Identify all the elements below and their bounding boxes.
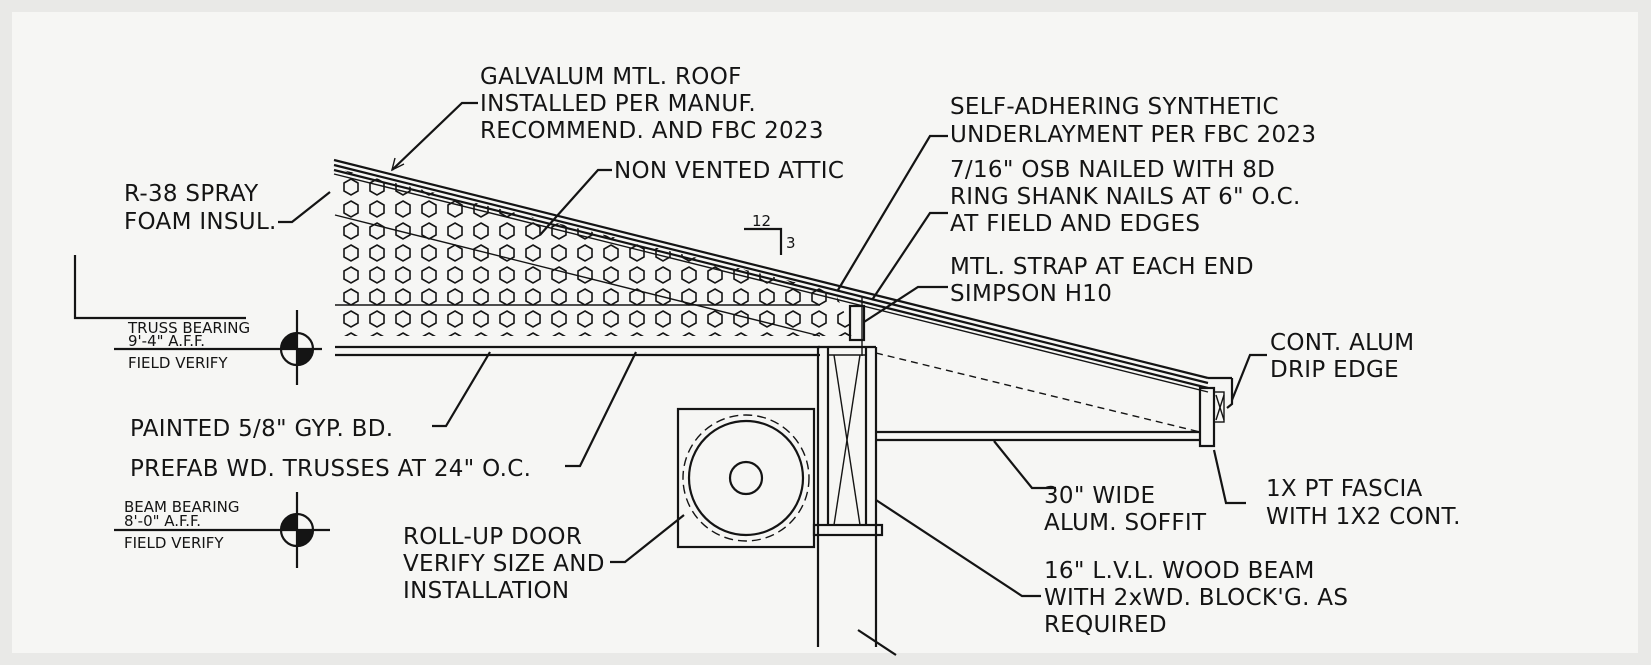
strap-note-line1: MTL. STRAP AT EACH END — [950, 254, 1254, 280]
spray-foam-insulation — [335, 168, 855, 336]
insulation-note-line1: R-38 SPRAY — [124, 181, 259, 207]
osb-note-line1: 7/16" OSB NAILED WITH 8D — [950, 157, 1275, 183]
door-note-line1: ROLL-UP DOOR — [403, 524, 582, 550]
slope-symbol: 12 3 — [744, 212, 796, 255]
beam-level-elevation: 8'-0" A.F.F. — [124, 512, 201, 530]
roof-note-line1: GALVALUM MTL. ROOF — [480, 64, 742, 90]
beam-level-note: FIELD VERIFY — [124, 534, 224, 552]
fascia-note-line2: WITH 1X2 CONT. — [1266, 504, 1461, 530]
door-note-line3: INSTALLATION — [403, 578, 569, 604]
osb-note-line3: AT FIELD AND EDGES — [950, 211, 1200, 237]
attic-note: NON VENTED ATTIC — [614, 158, 844, 184]
underlayment-note-line2: UNDERLAYMENT PER FBC 2023 — [950, 122, 1316, 148]
slope-run: 12 — [752, 212, 771, 230]
truss-chords — [334, 214, 821, 357]
truss-level-title: TRUSS BEARING — [127, 319, 250, 337]
truss-bearing-level: TRUSS BEARING 9'-4" A.F.F. FIELD VERIFY — [73, 255, 322, 385]
soffit — [875, 352, 1201, 442]
beam-level-title: BEAM BEARING — [124, 498, 239, 516]
beam-note-line3: REQUIRED — [1044, 612, 1167, 638]
wall-and-beam — [812, 345, 884, 647]
truss-level-elevation: 9'-4" A.F.F. — [128, 332, 205, 350]
soffit-note-line2: ALUM. SOFFIT — [1044, 510, 1207, 536]
roof-note-line2: INSTALLED PER MANUF. — [480, 91, 756, 117]
soffit-note-line1: 30" WIDE — [1044, 483, 1155, 509]
roll-up-door — [676, 407, 816, 549]
trusses-note: PREFAB WD. TRUSSES AT 24" O.C. — [130, 456, 531, 482]
osb-note-line2: RING SHANK NAILS AT 6" O.C. — [950, 184, 1301, 210]
beam-note-line1: 16" L.V.L. WOOD BEAM — [1044, 558, 1315, 584]
strap-note-line2: SIMPSON H10 — [950, 281, 1112, 307]
insulation-note-line2: FOAM INSUL. — [124, 209, 277, 235]
beam-note-line2: WITH 2xWD. BLOCK'G. AS — [1044, 585, 1348, 611]
drip-note-line1: CONT. ALUM — [1270, 330, 1414, 356]
gyp-note: PAINTED 5/8" GYP. BD. — [130, 416, 393, 442]
truss-level-note: FIELD VERIFY — [128, 354, 228, 372]
fascia-board — [1198, 378, 1234, 448]
drip-note-line2: DRIP EDGE — [1270, 357, 1399, 383]
roof-note-line3: RECOMMEND. AND FBC 2023 — [480, 118, 824, 144]
roof-deck — [333, 158, 1232, 393]
door-note-line2: VERIFY SIZE AND — [403, 551, 605, 577]
fascia-note-line1: 1X PT FASCIA — [1266, 476, 1423, 502]
leader-lines — [278, 101, 1267, 656]
underlayment-note-line1: SELF-ADHERING SYNTHETIC — [950, 94, 1279, 120]
callouts: GALVALUM MTL. ROOF INSTALLED PER MANUF. … — [124, 64, 1461, 638]
beam-bearing-level: BEAM BEARING 8'-0" A.F.F. FIELD VERIFY — [114, 492, 330, 568]
slope-rise: 3 — [786, 234, 796, 252]
